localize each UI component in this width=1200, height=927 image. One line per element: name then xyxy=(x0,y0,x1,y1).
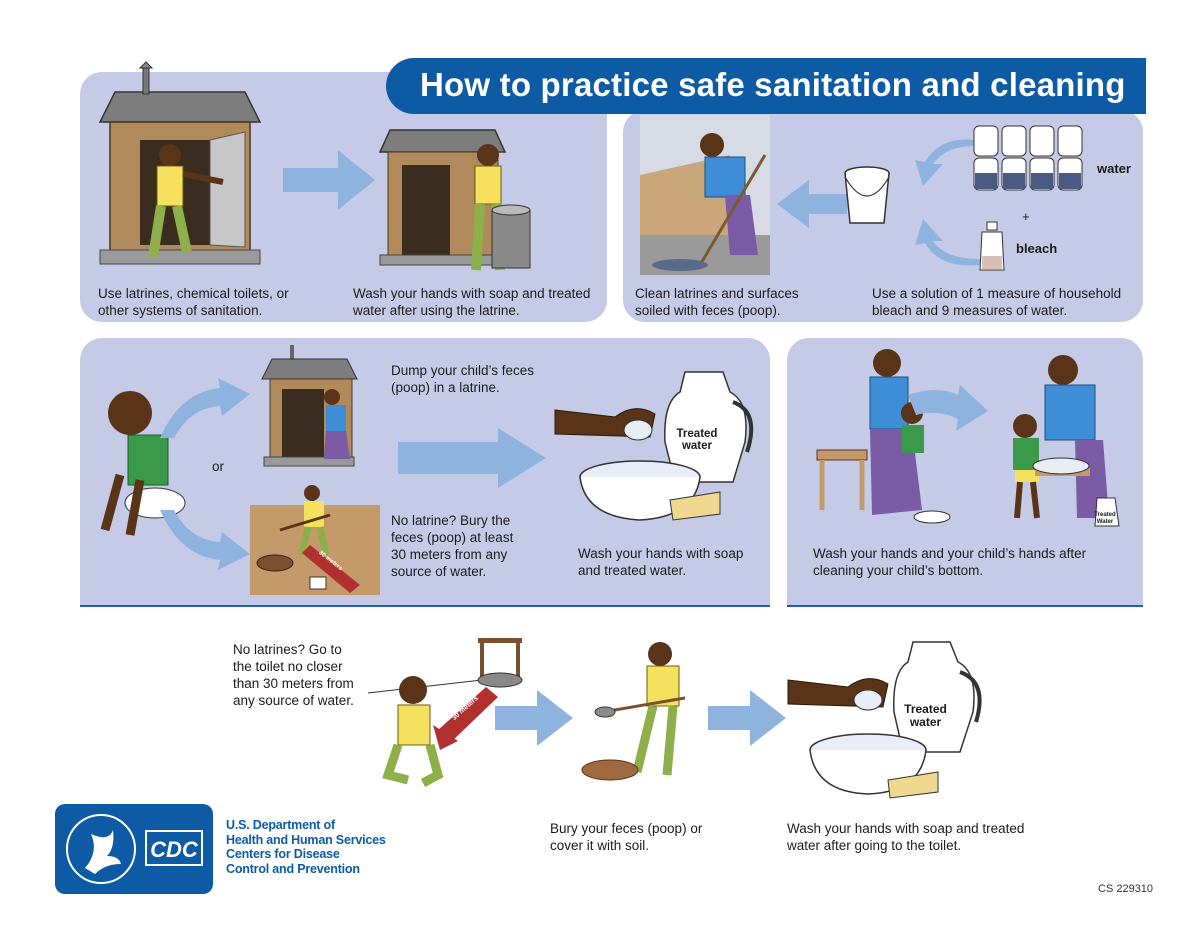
cdc-line-1: Centers for Disease xyxy=(226,847,340,861)
label-water: water xyxy=(1097,161,1131,176)
arrow-curve-water xyxy=(915,139,975,186)
caption-use-latrines: Use latrines, chemical toilets, or other… xyxy=(98,286,289,318)
caption-wash-child-hands: Wash your hands and your child’s hands a… xyxy=(813,546,1087,578)
agency-name: U.S. Department of Health and Human Serv… xyxy=(226,818,386,876)
mother-child-washing-illustration xyxy=(1013,355,1120,527)
cdc-logo-text: CDC xyxy=(150,837,198,862)
caption-wash-soap-treated: Wash your hands with soap and treated wa… xyxy=(578,546,744,578)
title-banner: How to practice safe sanitation and clea… xyxy=(386,58,1146,114)
handwash-basin-illustration xyxy=(554,371,754,521)
page-title: How to practice safe sanitation and clea… xyxy=(420,66,1126,103)
caption-wash-after-toilet: Wash your hands with soap and treated wa… xyxy=(787,821,1025,853)
arrow-right-2 xyxy=(398,428,546,488)
label-or: or xyxy=(212,459,225,474)
divider-rule-right xyxy=(787,605,1143,607)
hhs-cdc-logo: CDC xyxy=(55,804,213,894)
shovel-bury-illustration xyxy=(581,642,686,781)
arrow-curve-down xyxy=(160,510,250,570)
caption-no-latrines: No latrines? Go to the toilet no closer … xyxy=(233,642,354,708)
caption-bury-or-cover: Bury your feces (poop) or cover it with … xyxy=(550,821,703,853)
dump-feces-latrine-illustration xyxy=(261,345,358,467)
squatting-distance-illustration xyxy=(367,638,523,787)
caption-dump-feces: Dump your child’s feces (poop) in a latr… xyxy=(391,363,535,395)
hhs-eagle-icon xyxy=(66,814,136,884)
bury-feces-illustration xyxy=(250,485,380,595)
caption-bury-feces: No latrine? Bury the feces (poop) at lea… xyxy=(391,513,514,579)
label-treated-water-jug: Treated water xyxy=(676,428,718,452)
bleach-bottle-icon xyxy=(979,221,1005,271)
label-treated-water-jug-2: Treated water xyxy=(904,702,947,729)
label-bleach: bleach xyxy=(1016,241,1058,256)
divider-rule-left xyxy=(80,605,770,607)
hhs-line-2: Health and Human Services xyxy=(226,832,386,847)
arrow-right-3 xyxy=(908,385,988,431)
water-jugs-icon xyxy=(973,125,1083,191)
latrine-exit-illustration xyxy=(98,61,262,265)
document-code: CS 229310 xyxy=(1098,883,1154,895)
arrow-right-1 xyxy=(283,150,375,210)
caption-bleach-solution: Use a solution of 1 measure of household… xyxy=(872,286,1122,318)
handwash-basin-illustration-2 xyxy=(787,641,982,799)
handwash-latrine-illustration xyxy=(378,129,531,271)
label-plus: + xyxy=(1022,209,1030,224)
caption-wash-after-latrine: Wash your hands with soap and treated wa… xyxy=(353,286,591,318)
label-small-treated-water: Treated Water xyxy=(1094,512,1116,525)
arrow-curve-bleach xyxy=(915,219,980,266)
arrow-right-4 xyxy=(495,690,573,746)
mother-child-cleaning-illustration xyxy=(816,349,951,524)
arrow-right-5 xyxy=(708,690,786,746)
caption-clean-latrines: Clean latrines and surfaces soiled with … xyxy=(635,286,799,318)
arrow-left-bucket xyxy=(777,180,847,228)
hhs-line-1: U.S. Department of xyxy=(226,818,335,832)
cdc-logo-mark: CDC xyxy=(145,830,203,866)
bucket-icon xyxy=(844,166,890,224)
cdc-line-2: Control and Prevention xyxy=(226,861,360,876)
arrow-curve-up xyxy=(160,378,250,438)
cleaning-illustration xyxy=(640,115,770,275)
